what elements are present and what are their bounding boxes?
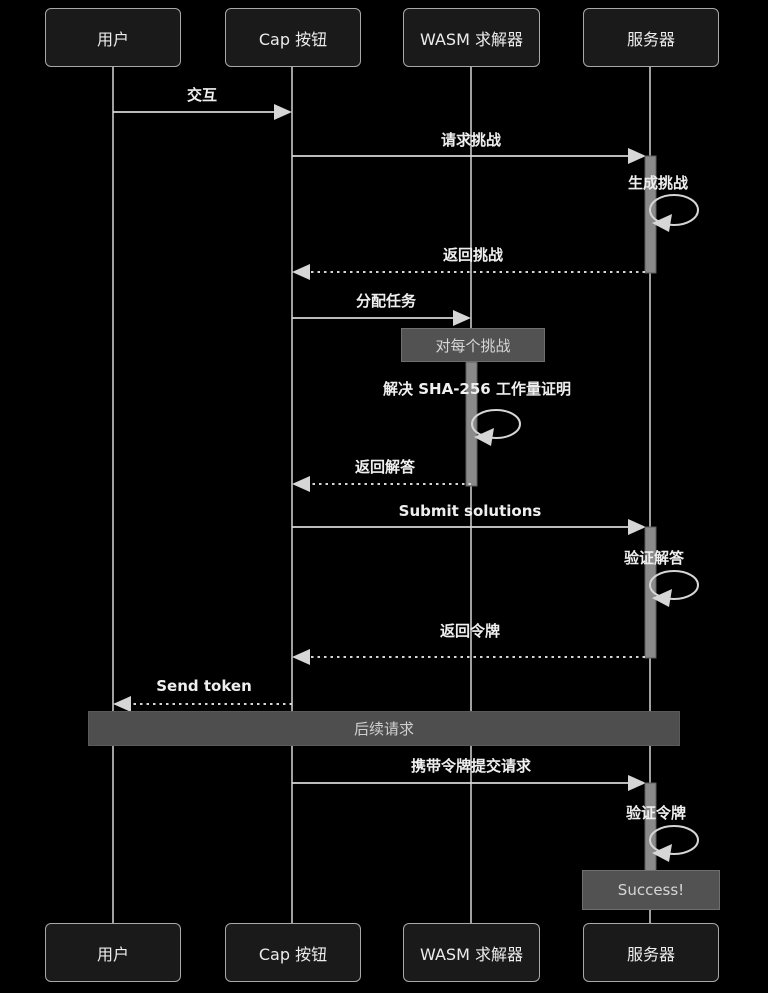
arrow-send-token-head-icon — [113, 696, 131, 712]
actor-server-label-bottom: 服务器 — [626, 944, 675, 964]
actor-cap-button-label: Cap 按钮 — [258, 29, 328, 49]
message-label-assign-task: 分配任务 — [355, 292, 417, 310]
arrow-assign-task-head-icon — [453, 310, 471, 326]
self-loop-verify-token-icon — [649, 825, 699, 855]
actor-wasm-solver-label: WASM 求解器 — [420, 29, 523, 49]
message-label-submit-with-token: 携带令牌提交请求 — [410, 757, 532, 775]
actor-user-label-bottom: 用户 — [96, 944, 129, 964]
actor-user-label: 用户 — [96, 29, 129, 49]
arrow-interact-head-icon — [274, 104, 292, 120]
actor-wasm-solver-label-bottom: WASM 求解器 — [420, 944, 523, 964]
activation-server-verify-solution — [644, 526, 657, 659]
message-label-verify-solution: 验证解答 — [623, 549, 685, 567]
arrow-return-challenge-head-icon — [292, 264, 310, 280]
divider-subsequent-requests-label: 后续请求 — [353, 720, 414, 738]
self-loop-generate-challenge-icon — [649, 194, 699, 226]
actor-user-top: 用户 — [45, 8, 181, 67]
self-loop-verify-token-arrow-icon — [652, 844, 672, 862]
note-success-label: Success! — [617, 881, 685, 899]
actor-wasm-solver-top: WASM 求解器 — [403, 8, 540, 67]
self-loop-verify-solution-arrow-icon — [652, 589, 672, 607]
self-loop-verify-solution-icon — [649, 570, 699, 600]
arrow-return-token-head-icon — [292, 649, 310, 665]
actor-server-bottom: 服务器 — [583, 923, 719, 982]
actor-server-top: 服务器 — [583, 8, 719, 67]
self-loop-solve-pow-icon — [471, 409, 521, 439]
message-label-return-token: 返回令牌 — [439, 622, 501, 640]
arrow-submit-solutions-head-icon — [628, 519, 646, 535]
message-label-solve-pow: 解决 SHA-256 工作量证明 — [383, 380, 571, 398]
self-loop-solve-pow-arrow-icon — [474, 428, 494, 446]
actor-server-label: 服务器 — [626, 29, 675, 49]
self-loop-generate-challenge-arrow-icon — [652, 214, 672, 232]
divider-subsequent-requests: 后续请求 — [88, 711, 680, 746]
actor-cap-button-label-bottom: Cap 按钮 — [258, 944, 328, 964]
actor-cap-button-bottom: Cap 按钮 — [225, 923, 361, 982]
note-success: Success! — [582, 870, 720, 910]
arrow-submit-with-token-head-icon — [628, 775, 646, 791]
message-label-send-token: Send token — [156, 677, 252, 695]
message-label-verify-token: 验证令牌 — [625, 804, 687, 822]
message-label-interact: 交互 — [186, 86, 218, 104]
message-label-request-challenge: 请求挑战 — [440, 131, 502, 149]
note-for-each-challenge: 对每个挑战 — [401, 328, 545, 362]
actor-wasm-solver-bottom: WASM 求解器 — [403, 923, 540, 982]
arrow-return-solution-head-icon — [292, 476, 310, 492]
actor-cap-button-top: Cap 按钮 — [225, 8, 361, 67]
message-label-return-solution: 返回解答 — [354, 458, 416, 476]
message-label-return-challenge: 返回挑战 — [442, 246, 504, 264]
note-for-each-challenge-label: 对每个挑战 — [435, 336, 511, 355]
message-label-submit-solutions: Submit solutions — [398, 502, 542, 520]
message-label-generate-challenge: 生成挑战 — [627, 174, 689, 192]
actor-user-bottom: 用户 — [45, 923, 181, 982]
activation-server-verify-token — [644, 782, 657, 873]
arrow-request-challenge-head-icon — [628, 148, 646, 164]
